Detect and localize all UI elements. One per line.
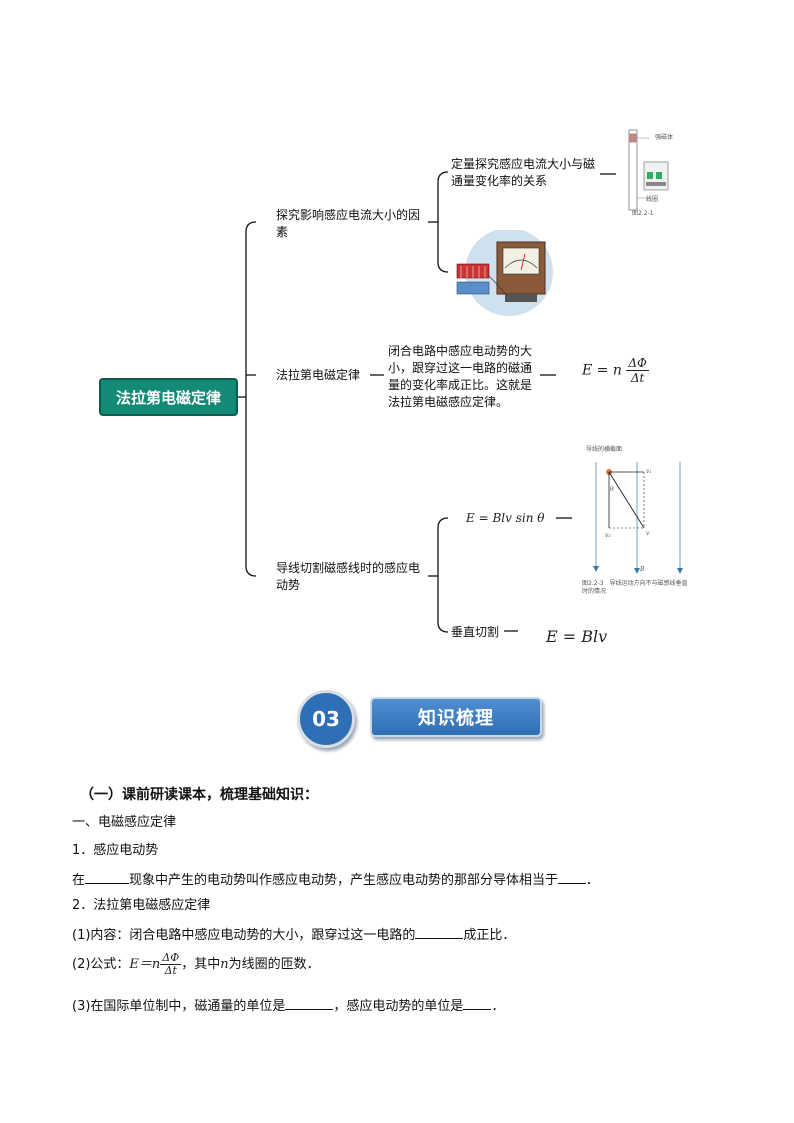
branch-cutting-label: 导线切割磁感线时的感应电动势 [276, 561, 421, 592]
mindmap-root: 法拉第电磁定律 [99, 378, 238, 416]
fig1-label-bottom: 线圈 [646, 196, 659, 203]
faraday-formula-lhs: E = n [582, 362, 622, 379]
fig3-v2: v₂ [605, 532, 611, 539]
item2-title: 2．法拉第电磁感应定律 [72, 898, 211, 913]
magnet-coil-figure [628, 129, 669, 211]
item2-3-text-a: (3)在国际单位制中，磁通量的单位是 [72, 999, 286, 1014]
section-title-banner: 知识梳理 [370, 697, 542, 737]
cutting-formula-sin: E = Blv sin θ [466, 511, 545, 525]
item2-1-text-a: (1)内容：闭合电路中感应电动势的大小，跟穿过这一电路的 [72, 928, 416, 943]
item2-2-n: n [220, 957, 229, 972]
item2-2-den: Δt [164, 964, 177, 977]
item2-2-text-b: ，其中 [181, 957, 221, 972]
fig3-theta: θ [610, 486, 614, 493]
item1-paragraph: 在 现象中产生的电动势叫作感应电动势，产生感应电动势的那部分导体相当于 ． [72, 869, 599, 891]
faraday-formula: E = n ΔΦ Δt [582, 356, 649, 385]
blank-2 [558, 869, 587, 884]
blank-1 [85, 869, 130, 884]
fig1-caption: 图2.2-1 [632, 210, 654, 217]
item1-text-b: 现象中产生的电动势叫作感应电动势，产生感应电动势的那部分导体相当于 [129, 873, 559, 888]
section-number-badge: 03 [297, 690, 355, 748]
branch-quantitative-label: 定量探究感应电流大小与磁通量变化率的关系 [451, 157, 596, 188]
item2-3-text-b: ，感应电动势的单位是 [333, 999, 464, 1014]
blank-3 [415, 924, 464, 939]
item2-2-text-c: 为线圈的匝数． [228, 957, 320, 972]
mindmap-connectors [238, 171, 616, 633]
item2-3-paragraph: (3)在国际单位制中，磁通量的单位是 ，感应电动势的单位是 ． [72, 995, 504, 1017]
galvanometer-experiment-image [449, 230, 555, 316]
fig1-label-top: 强磁体 [655, 134, 674, 141]
branch-factors-label: 探究影响感应电流大小的因素 [276, 208, 421, 239]
fig3-title: 导线的横截面 [586, 446, 623, 453]
faraday-formula-den: Δt [630, 371, 645, 385]
fig3-caption: 图2.2-3 导线运动方向不与磁感线垂直时的情况 [582, 580, 688, 595]
item2-2-formula: E＝n [129, 957, 161, 972]
perpendicular-formula: E = Blv [546, 627, 608, 646]
item1-title: 1．感应电动势 [72, 843, 159, 858]
item2-1-paragraph: (1)内容：闭合电路中感应电动势的大小，跟穿过这一电路的 成正比． [72, 924, 515, 946]
item1-text-a: 在 [72, 873, 86, 888]
blank-4 [285, 995, 334, 1010]
fig3-v: v [646, 530, 650, 537]
item2-2-num: ΔΦ [160, 951, 182, 965]
velocity-decomposition-figure [593, 462, 683, 574]
faraday-law-statement: 闭合电路中感应电动势的大小，跟穿过这一电路的磁通量的变化率成正比。这就是法拉第电… [388, 344, 533, 409]
fig3-v1: v₁ [646, 468, 652, 475]
item2-2-text-a: (2)公式： [72, 957, 130, 972]
item2-1-text-b: 成正比． [463, 928, 516, 943]
perpendicular-cutting-label: 垂直切割 [451, 625, 500, 639]
item2-3-text-c: ． [491, 999, 505, 1014]
faraday-formula-num: ΔΦ [626, 356, 649, 371]
content-heading: （一）课前研读课本，梳理基础知识： [80, 787, 318, 803]
branch-faraday-label: 法拉第电磁定律 [276, 368, 361, 382]
heading-induction-law: 一、电磁感应定律 [72, 815, 177, 830]
fig3-B: B [640, 566, 645, 573]
blank-5 [463, 995, 492, 1010]
faraday-formula-fraction: ΔΦ Δt [626, 356, 649, 385]
item1-text-c: ． [586, 873, 600, 888]
